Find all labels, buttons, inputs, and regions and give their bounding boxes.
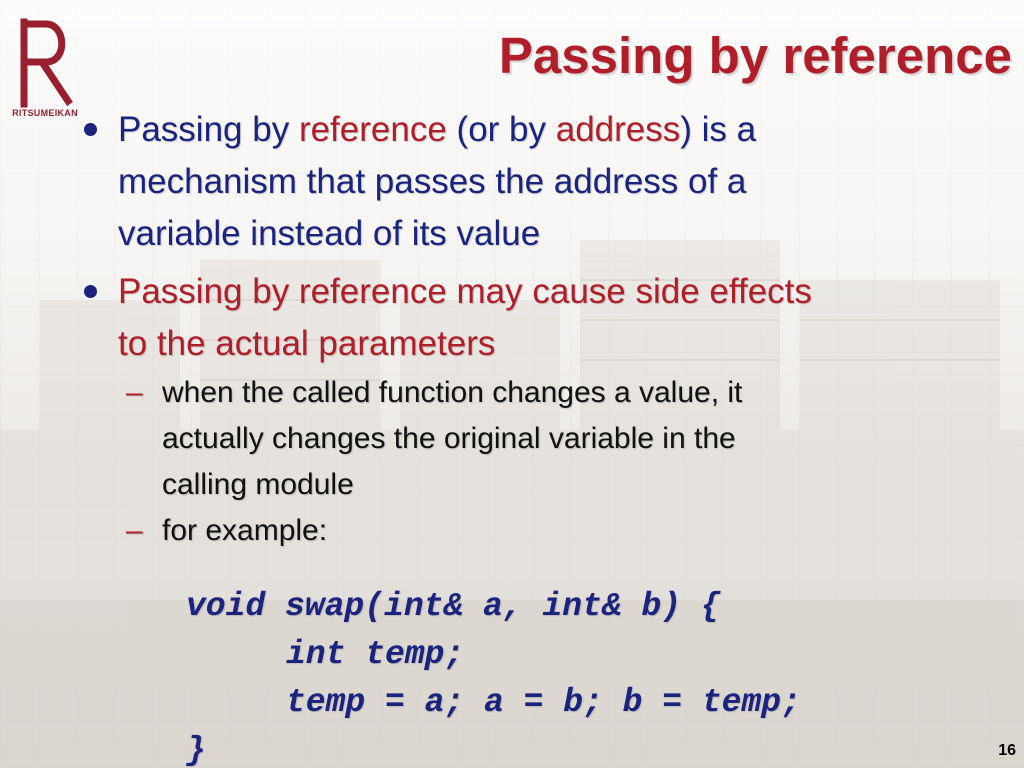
code-line-3: temp = a; a = b; b = temp; (286, 684, 801, 721)
sub-bullet-2: – for example: (76, 508, 1020, 554)
sub-bullet-1: – when the called function changes a val… (76, 370, 1020, 508)
bullet-2-line-2: to the actual parameters (118, 324, 496, 363)
code-line-4: } (186, 732, 206, 768)
dash-icon: – (126, 514, 143, 547)
bullet-1: Passing by reference (or by address) is … (76, 104, 1020, 260)
sub-bullet-1-line-2: actually changes the original variable i… (162, 422, 736, 455)
slide-title: Passing by reference (498, 27, 1012, 84)
bullet-2: Passing by reference may cause side effe… (76, 266, 1020, 370)
logo-r-icon (20, 18, 73, 108)
code-line-2: int temp; (286, 636, 465, 673)
sub-bullet-1-line-1: when the called function changes a value… (162, 376, 743, 409)
code-block: void swap(int& a, int& b) { int temp; te… (186, 583, 801, 768)
bullet-1-line-3: variable instead of its value (118, 214, 541, 253)
ritsumeikan-logo: RITSUMEIKAN (10, 18, 80, 128)
bullet-1-seg-4: ) is a (680, 110, 757, 149)
bullet-dot-icon (84, 285, 97, 298)
page-number: 16 (998, 742, 1016, 759)
code-line-1: void swap(int& a, int& b) { (186, 588, 721, 625)
bullet-1-keyword-address: address (555, 110, 681, 149)
bullet-dot-icon (84, 123, 97, 136)
dash-icon: – (126, 376, 143, 409)
bullet-1-seg-0: Passing by (118, 110, 299, 149)
sub-bullet-1-line-3: calling module (162, 468, 354, 501)
bullet-1-seg-2: (or by (446, 110, 556, 149)
bullet-1-keyword-reference: reference (298, 110, 447, 149)
sub-bullet-2-line-1: for example: (162, 514, 328, 547)
bullet-list: Passing by reference (or by address) is … (76, 104, 1020, 554)
bullet-1-line-2: mechanism that passes the address of a (118, 162, 747, 201)
logo-text: RITSUMEIKAN (12, 108, 78, 118)
bullet-2-line-1: Passing by reference may cause side effe… (118, 272, 812, 311)
